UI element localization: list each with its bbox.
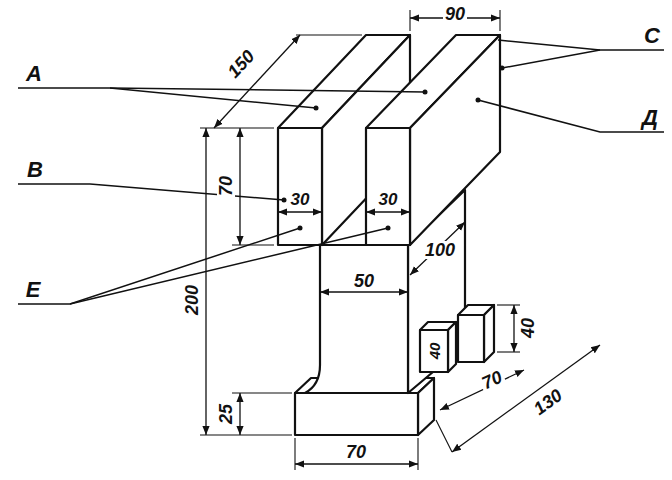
leader-dot [476, 98, 481, 103]
extension-line [409, 10, 410, 31]
dimension-value: 30 [377, 191, 400, 208]
prong-side [322, 35, 410, 245]
extension-line [436, 420, 452, 452]
dimension-value: 100 [423, 241, 457, 259]
dimension-lines [206, 18, 600, 464]
extension-line [499, 10, 500, 31]
leader-dot [423, 90, 428, 95]
leader-dot [314, 106, 319, 111]
leader-line [110, 88, 425, 92]
extension-line [417, 438, 418, 470]
block-side [448, 322, 456, 372]
dimension-value: 40 [519, 316, 537, 340]
letter-label: С [642, 25, 662, 47]
dimension-line [278, 211, 322, 212]
prong-front [366, 128, 410, 245]
dimension-value: 50 [352, 272, 376, 290]
leader-dot [500, 66, 505, 71]
prong-front [278, 128, 322, 245]
block-side [484, 305, 494, 362]
dimension-line [205, 128, 206, 435]
small-blocks [420, 305, 494, 372]
dimension-value: 150 [223, 45, 259, 82]
extension-line [200, 127, 274, 128]
leader-line [70, 228, 388, 304]
leader-line [18, 88, 316, 108]
dimension-line [452, 345, 600, 452]
dimension-line [366, 211, 410, 212]
dimension-line [295, 463, 418, 464]
extension-line [296, 34, 362, 35]
letter-label: В [25, 159, 45, 181]
dimension-value: 70 [344, 443, 368, 461]
leader-line [18, 228, 300, 304]
leader-line [478, 100, 664, 132]
extension-line [294, 438, 295, 470]
foot-front [295, 393, 418, 435]
letter-label: А [24, 63, 44, 85]
leader-dot [298, 226, 303, 231]
dimension-value: 30 [289, 191, 312, 208]
leader-line [502, 50, 600, 68]
dimension-value: 25 [217, 402, 235, 426]
extension-line [497, 304, 520, 305]
dimension-line [239, 128, 240, 245]
letter-label: Д [640, 107, 660, 129]
dimension-value: 200 [183, 283, 201, 317]
dimension-line [214, 35, 300, 128]
foot-side [418, 378, 434, 435]
dimension-line [410, 222, 465, 275]
stem-front [305, 245, 408, 393]
extension-line [200, 434, 292, 435]
dimension-value: 90 [443, 5, 467, 23]
dimension-value: 130 [529, 385, 567, 420]
dimension-value: 40 [427, 341, 442, 362]
dimension-line [513, 305, 514, 352]
prong-side [410, 35, 500, 245]
dimension-value: 70 [217, 174, 235, 198]
leader-line [18, 184, 284, 200]
block-front [458, 315, 484, 362]
leader-line [498, 40, 664, 50]
letter-label: Е [24, 279, 43, 301]
extension-line [497, 351, 520, 352]
extension-line [232, 392, 292, 393]
dimension-value: 70 [477, 367, 506, 393]
head [278, 35, 500, 245]
dimension-line [239, 393, 240, 435]
leader-dot [282, 198, 287, 203]
leader-dot [386, 226, 391, 231]
dimension-line [320, 291, 408, 292]
extension-line [232, 244, 274, 245]
leader-lines [18, 40, 664, 304]
extension-lines [200, 10, 520, 470]
block-front [420, 330, 448, 372]
